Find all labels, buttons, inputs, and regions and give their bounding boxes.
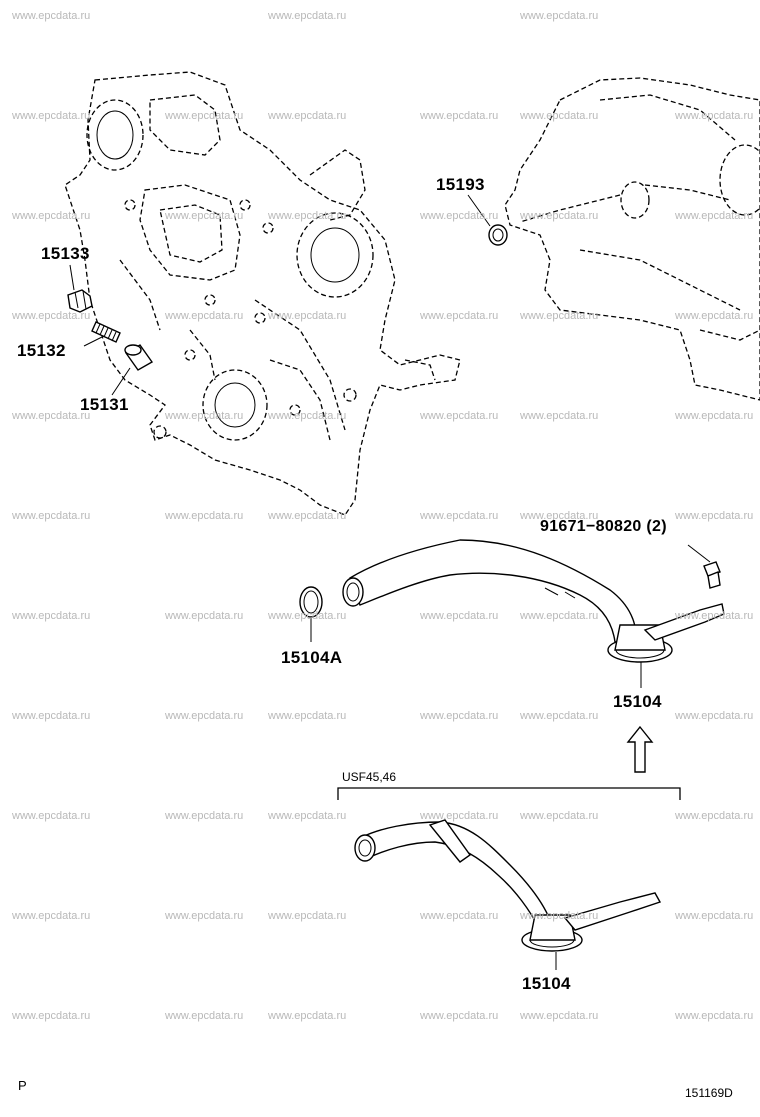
oil-strainer-upper [342,539,725,663]
watermark-text: www.epcdata.ru [12,510,91,522]
relief-valve-plug [67,289,93,313]
label-15132[interactable]: 15132 [17,341,66,360]
up-arrow [626,725,654,773]
watermark-text: www.epcdata.ru [675,410,754,422]
watermark-text: www.epcdata.ru [520,810,599,822]
watermark-text: www.epcdata.ru [420,610,499,622]
watermark-text: www.epcdata.ru [12,910,91,922]
leader-lines [69,194,711,970]
watermark-text: www.epcdata.ru [420,1010,499,1022]
timing-cover-drawing [64,71,461,516]
watermark-text: www.epcdata.ru [165,310,244,322]
relief-valve-spring [91,321,121,343]
watermark-text: www.epcdata.ru [520,310,599,322]
label-15104-upper[interactable]: 15104 [613,692,662,711]
oil-seal-15193 [488,224,508,246]
variant-bracket [337,787,681,800]
watermark-text: www.epcdata.ru [675,710,754,722]
watermark-text: www.epcdata.ru [12,710,91,722]
corner-mark: P [18,1078,27,1093]
watermark-text: www.epcdata.ru [520,110,599,122]
watermark-text: www.epcdata.ru [675,810,754,822]
watermark-text: www.epcdata.ru [520,10,599,22]
label-15133[interactable]: 15133 [41,244,90,263]
watermark-text: www.epcdata.ru [268,810,347,822]
watermark-text: www.epcdata.ru [268,410,347,422]
watermark-text: www.epcdata.ru [520,710,599,722]
watermark-text: www.epcdata.ru [268,1010,347,1022]
watermark-text: www.epcdata.ru [420,310,499,322]
watermark-text: www.epcdata.ru [165,210,244,222]
watermark-text: www.epcdata.ru [420,910,499,922]
watermark-text: www.epcdata.ru [165,610,244,622]
watermark-text: www.epcdata.ru [12,610,91,622]
watermark-text: www.epcdata.ru [675,610,754,622]
watermark-text: www.epcdata.ru [420,110,499,122]
watermark-text: www.epcdata.ru [675,910,754,922]
watermark-text: www.epcdata.ru [675,1010,754,1022]
relief-valve [124,344,154,371]
watermark-text: www.epcdata.ru [165,110,244,122]
watermark-text: www.epcdata.ru [12,110,91,122]
diagram-code: 151169D [685,1086,733,1100]
watermark-text: www.epcdata.ru [420,710,499,722]
bolt-91671 [703,561,721,589]
watermark-text: www.epcdata.ru [12,1010,91,1022]
watermark-text: www.epcdata.ru [12,10,91,22]
watermark-text: www.epcdata.ru [165,510,244,522]
watermark-text: www.epcdata.ru [268,510,347,522]
label-91671-80820[interactable]: 91671−80820 (2) [540,518,667,535]
watermark-text: www.epcdata.ru [520,510,599,522]
watermark-text: www.epcdata.ru [268,610,347,622]
o-ring-15104a [299,586,323,618]
watermark-text: www.epcdata.ru [420,510,499,522]
watermark-text: www.epcdata.ru [12,210,91,222]
watermark-text: www.epcdata.ru [12,810,91,822]
watermark-text: www.epcdata.ru [675,110,754,122]
watermark-text: www.epcdata.ru [520,910,599,922]
watermark-text: www.epcdata.ru [420,410,499,422]
label-15104-lower[interactable]: 15104 [522,974,571,993]
label-15131[interactable]: 15131 [80,395,129,414]
watermark-text: www.epcdata.ru [165,810,244,822]
watermark-text: www.epcdata.ru [420,810,499,822]
watermark-text: www.epcdata.ru [268,10,347,22]
watermark-text: www.epcdata.ru [268,310,347,322]
watermark-text: www.epcdata.ru [520,1010,599,1022]
cylinder-block-drawing [504,77,760,401]
watermark-text: www.epcdata.ru [165,410,244,422]
label-15193[interactable]: 15193 [436,175,485,194]
oil-strainer-lower [354,819,662,952]
watermark-text: www.epcdata.ru [268,210,347,222]
watermark-text: www.epcdata.ru [520,610,599,622]
watermark-text: www.epcdata.ru [268,110,347,122]
variant-label: USF45,46 [342,770,397,784]
watermark-text: www.epcdata.ru [268,710,347,722]
watermark-text: www.epcdata.ru [675,310,754,322]
watermark-text: www.epcdata.ru [675,510,754,522]
watermark-text: www.epcdata.ru [520,210,599,222]
watermark-text: www.epcdata.ru [12,310,91,322]
watermark-text: www.epcdata.ru [420,210,499,222]
watermark-text: www.epcdata.ru [268,910,347,922]
watermark-text: www.epcdata.ru [12,410,91,422]
watermark-text: www.epcdata.ru [675,210,754,222]
watermark-text: www.epcdata.ru [165,710,244,722]
watermark-text: www.epcdata.ru [165,1010,244,1022]
label-15104a[interactable]: 15104A [281,648,343,667]
watermark-text: www.epcdata.ru [520,410,599,422]
watermark-text: www.epcdata.ru [165,910,244,922]
